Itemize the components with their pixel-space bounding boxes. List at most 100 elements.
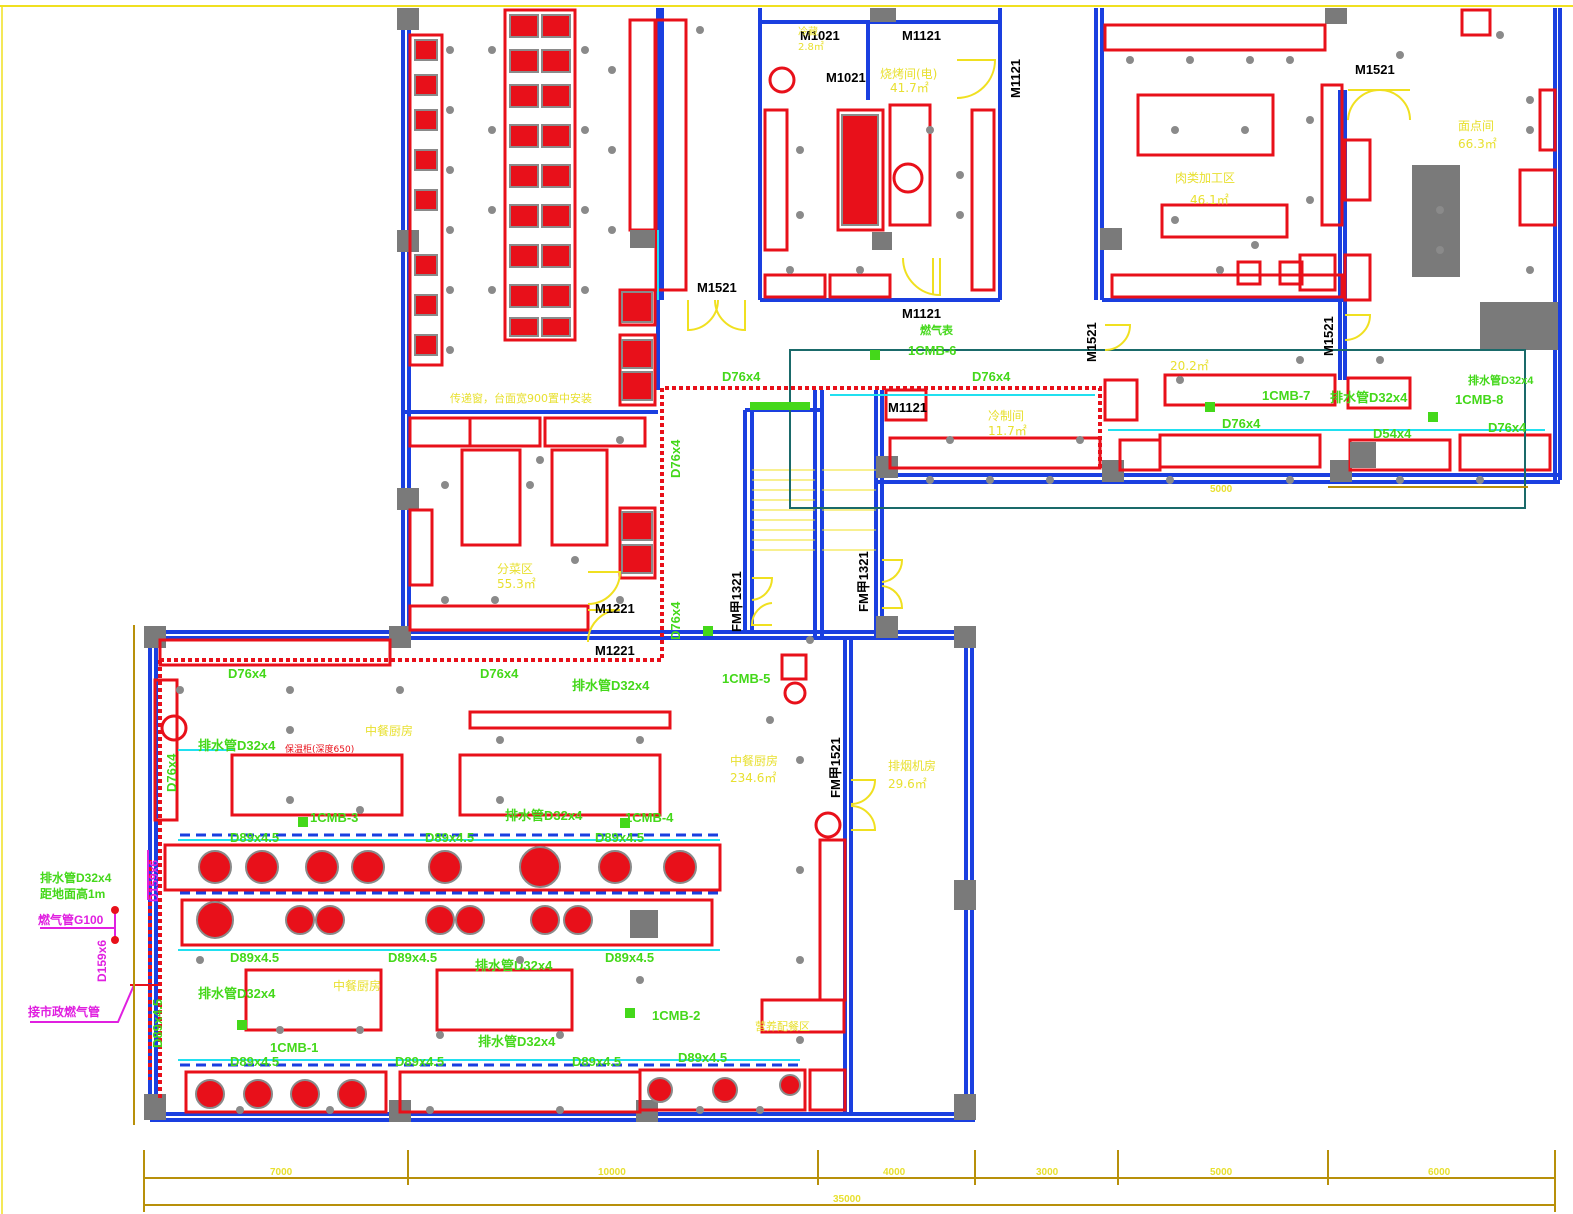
ceiling-fixture — [516, 956, 524, 964]
pipe-d89-9: D89x4.5 — [572, 1054, 621, 1069]
ceiling-fixture — [1171, 216, 1179, 224]
ceiling-fixture — [196, 956, 204, 964]
door-m1221-a: M1221 — [595, 601, 635, 616]
dim-2: 10000 — [598, 1167, 626, 1178]
stove-burners — [195, 846, 801, 1109]
ceiling-fixture — [796, 1036, 804, 1044]
dim-1: 7000 — [270, 1167, 293, 1178]
pipe-d89-7: D89x4.5 — [230, 1054, 279, 1069]
ceiling-fixture — [856, 266, 864, 274]
ceiling-fixture — [556, 1106, 564, 1114]
ceiling-fixture — [436, 1031, 444, 1039]
ceiling-fixture — [286, 796, 294, 804]
pipe-cmb-1: 1CMB-1 — [270, 1040, 318, 1055]
room-chinese: 中餐厨房 — [730, 753, 778, 768]
door-m1121-d: M1121 — [1008, 59, 1023, 98]
ceiling-fixture — [1296, 356, 1304, 364]
pipe-cmb-3: 1CMB-3 — [310, 810, 358, 825]
ceiling-fixture — [1046, 476, 1054, 484]
room-chinese-mid: 中餐厨房 — [333, 978, 381, 993]
ceiling-fixture — [1396, 476, 1404, 484]
ceiling-fixture — [796, 756, 804, 764]
pipe-box-label: 燃气表 — [919, 323, 954, 337]
pipe-d89-8: D89x4.5 — [395, 1054, 444, 1069]
ceiling-fixture — [276, 1026, 284, 1034]
ceiling-fixture — [488, 126, 496, 134]
door-fm1321-a: FM甲1321 — [729, 571, 744, 632]
ceiling-fixture — [696, 26, 704, 34]
room-bake: 烧烤间(电) — [880, 66, 937, 81]
ceiling-fixture — [608, 146, 616, 154]
ceiling-fixture — [1496, 31, 1504, 39]
room-cold: 冷制间 — [988, 409, 1024, 423]
ceiling-fixture — [1176, 376, 1184, 384]
ceiling-fixture — [426, 1106, 434, 1114]
room-pass-box: 保温柜(深度650) — [285, 743, 354, 755]
ceiling-fixture — [1306, 116, 1314, 124]
staircase — [752, 469, 876, 551]
door-fm1521: FM甲1521 — [828, 737, 843, 798]
room-bake-area: 41.7㎡ — [890, 81, 929, 95]
pipe-d89-3: D89x4.5 — [595, 830, 644, 845]
dim-3: 4000 — [883, 1167, 906, 1178]
ceiling-fixture — [1436, 246, 1444, 254]
pipe-d159-1: D159x6 — [95, 940, 109, 982]
ceiling-fixture — [946, 436, 954, 444]
door-m1521-a: M1521 — [697, 280, 737, 295]
pipe-d76-1: D76x4 — [722, 369, 761, 384]
ceiling-fixture — [636, 736, 644, 744]
pipe-d76-8: D76x4 — [668, 601, 683, 640]
ceiling-fixture — [1126, 56, 1134, 64]
pipe-d32-7: 排水管D32x4 — [478, 1034, 556, 1049]
dim-6: 6000 — [1428, 1167, 1451, 1178]
pipe-cmb-2: 1CMB-2 — [652, 1008, 700, 1023]
pipe-blue-dash — [180, 833, 800, 1067]
pipe-d32-6: 排水管D32x4 — [198, 986, 276, 1001]
room-small-area: 2.8㎡ — [798, 41, 824, 53]
cyan-lines — [178, 230, 1545, 1061]
ceiling-fixture — [1251, 241, 1259, 249]
ceiling-fixture — [1286, 56, 1294, 64]
ceiling-fixture — [286, 726, 294, 734]
room-mid-area: 20.2㎡ — [1170, 359, 1209, 373]
ceiling-fixture — [441, 481, 449, 489]
ceiling-fixture — [1306, 196, 1314, 204]
ceiling-fixture — [1526, 126, 1534, 134]
pipe-d159-2: D159x6 — [147, 860, 161, 902]
pipe-d76-3: D76x4 — [1222, 416, 1261, 431]
ceiling-fixture — [581, 286, 589, 294]
room-pastry-area: 66.3㎡ — [1458, 137, 1497, 151]
pipe-d32-2: 排水管D32x4 — [572, 678, 650, 693]
pipe-d89-11: D89x4.5 — [150, 999, 165, 1048]
door-m1121-a: M1121 — [902, 28, 941, 43]
ceiling-fixture — [806, 636, 814, 644]
pipe-gas-main: 燃气管G100 — [38, 912, 104, 927]
room-fan-area: 29.6㎡ — [888, 777, 927, 791]
ceiling-fixture — [616, 596, 624, 604]
pipe-d76-2: D76x4 — [972, 369, 1011, 384]
dim-4: 3000 — [1036, 1167, 1059, 1178]
pipe-d32-8: 排水管D32x4 — [40, 870, 112, 885]
ceiling-fixture — [446, 166, 454, 174]
dimension-lines — [133, 486, 1556, 1212]
ceiling-fixture — [1526, 96, 1534, 104]
ceiling-fixture — [796, 146, 804, 154]
room-veg-area: 55.3㎡ — [497, 577, 536, 591]
ceiling-fixture — [396, 686, 404, 694]
ceiling-fixture — [526, 481, 534, 489]
pipe-d76-5: D76x4 — [228, 666, 267, 681]
pipe-d76-4: D76x4 — [1488, 420, 1527, 435]
ceiling-fixture — [286, 686, 294, 694]
pipe-d32-1: 排水管D32x4 — [1330, 390, 1408, 405]
dark-equipment — [630, 165, 1558, 938]
ceiling-fixture — [446, 106, 454, 114]
pipe-cmb-5: 1CMB-5 — [722, 671, 770, 686]
ceiling-fixture — [496, 736, 504, 744]
gas-inlet-dots — [111, 906, 119, 944]
door-m1021-b: M1021 — [826, 70, 866, 85]
ceiling-fixture — [696, 1106, 704, 1114]
ceiling-fixture — [1246, 56, 1254, 64]
door-m1521-d: M1521 — [1321, 316, 1336, 356]
ceiling-fixture — [1186, 56, 1194, 64]
ceiling-fixture — [1376, 356, 1384, 364]
